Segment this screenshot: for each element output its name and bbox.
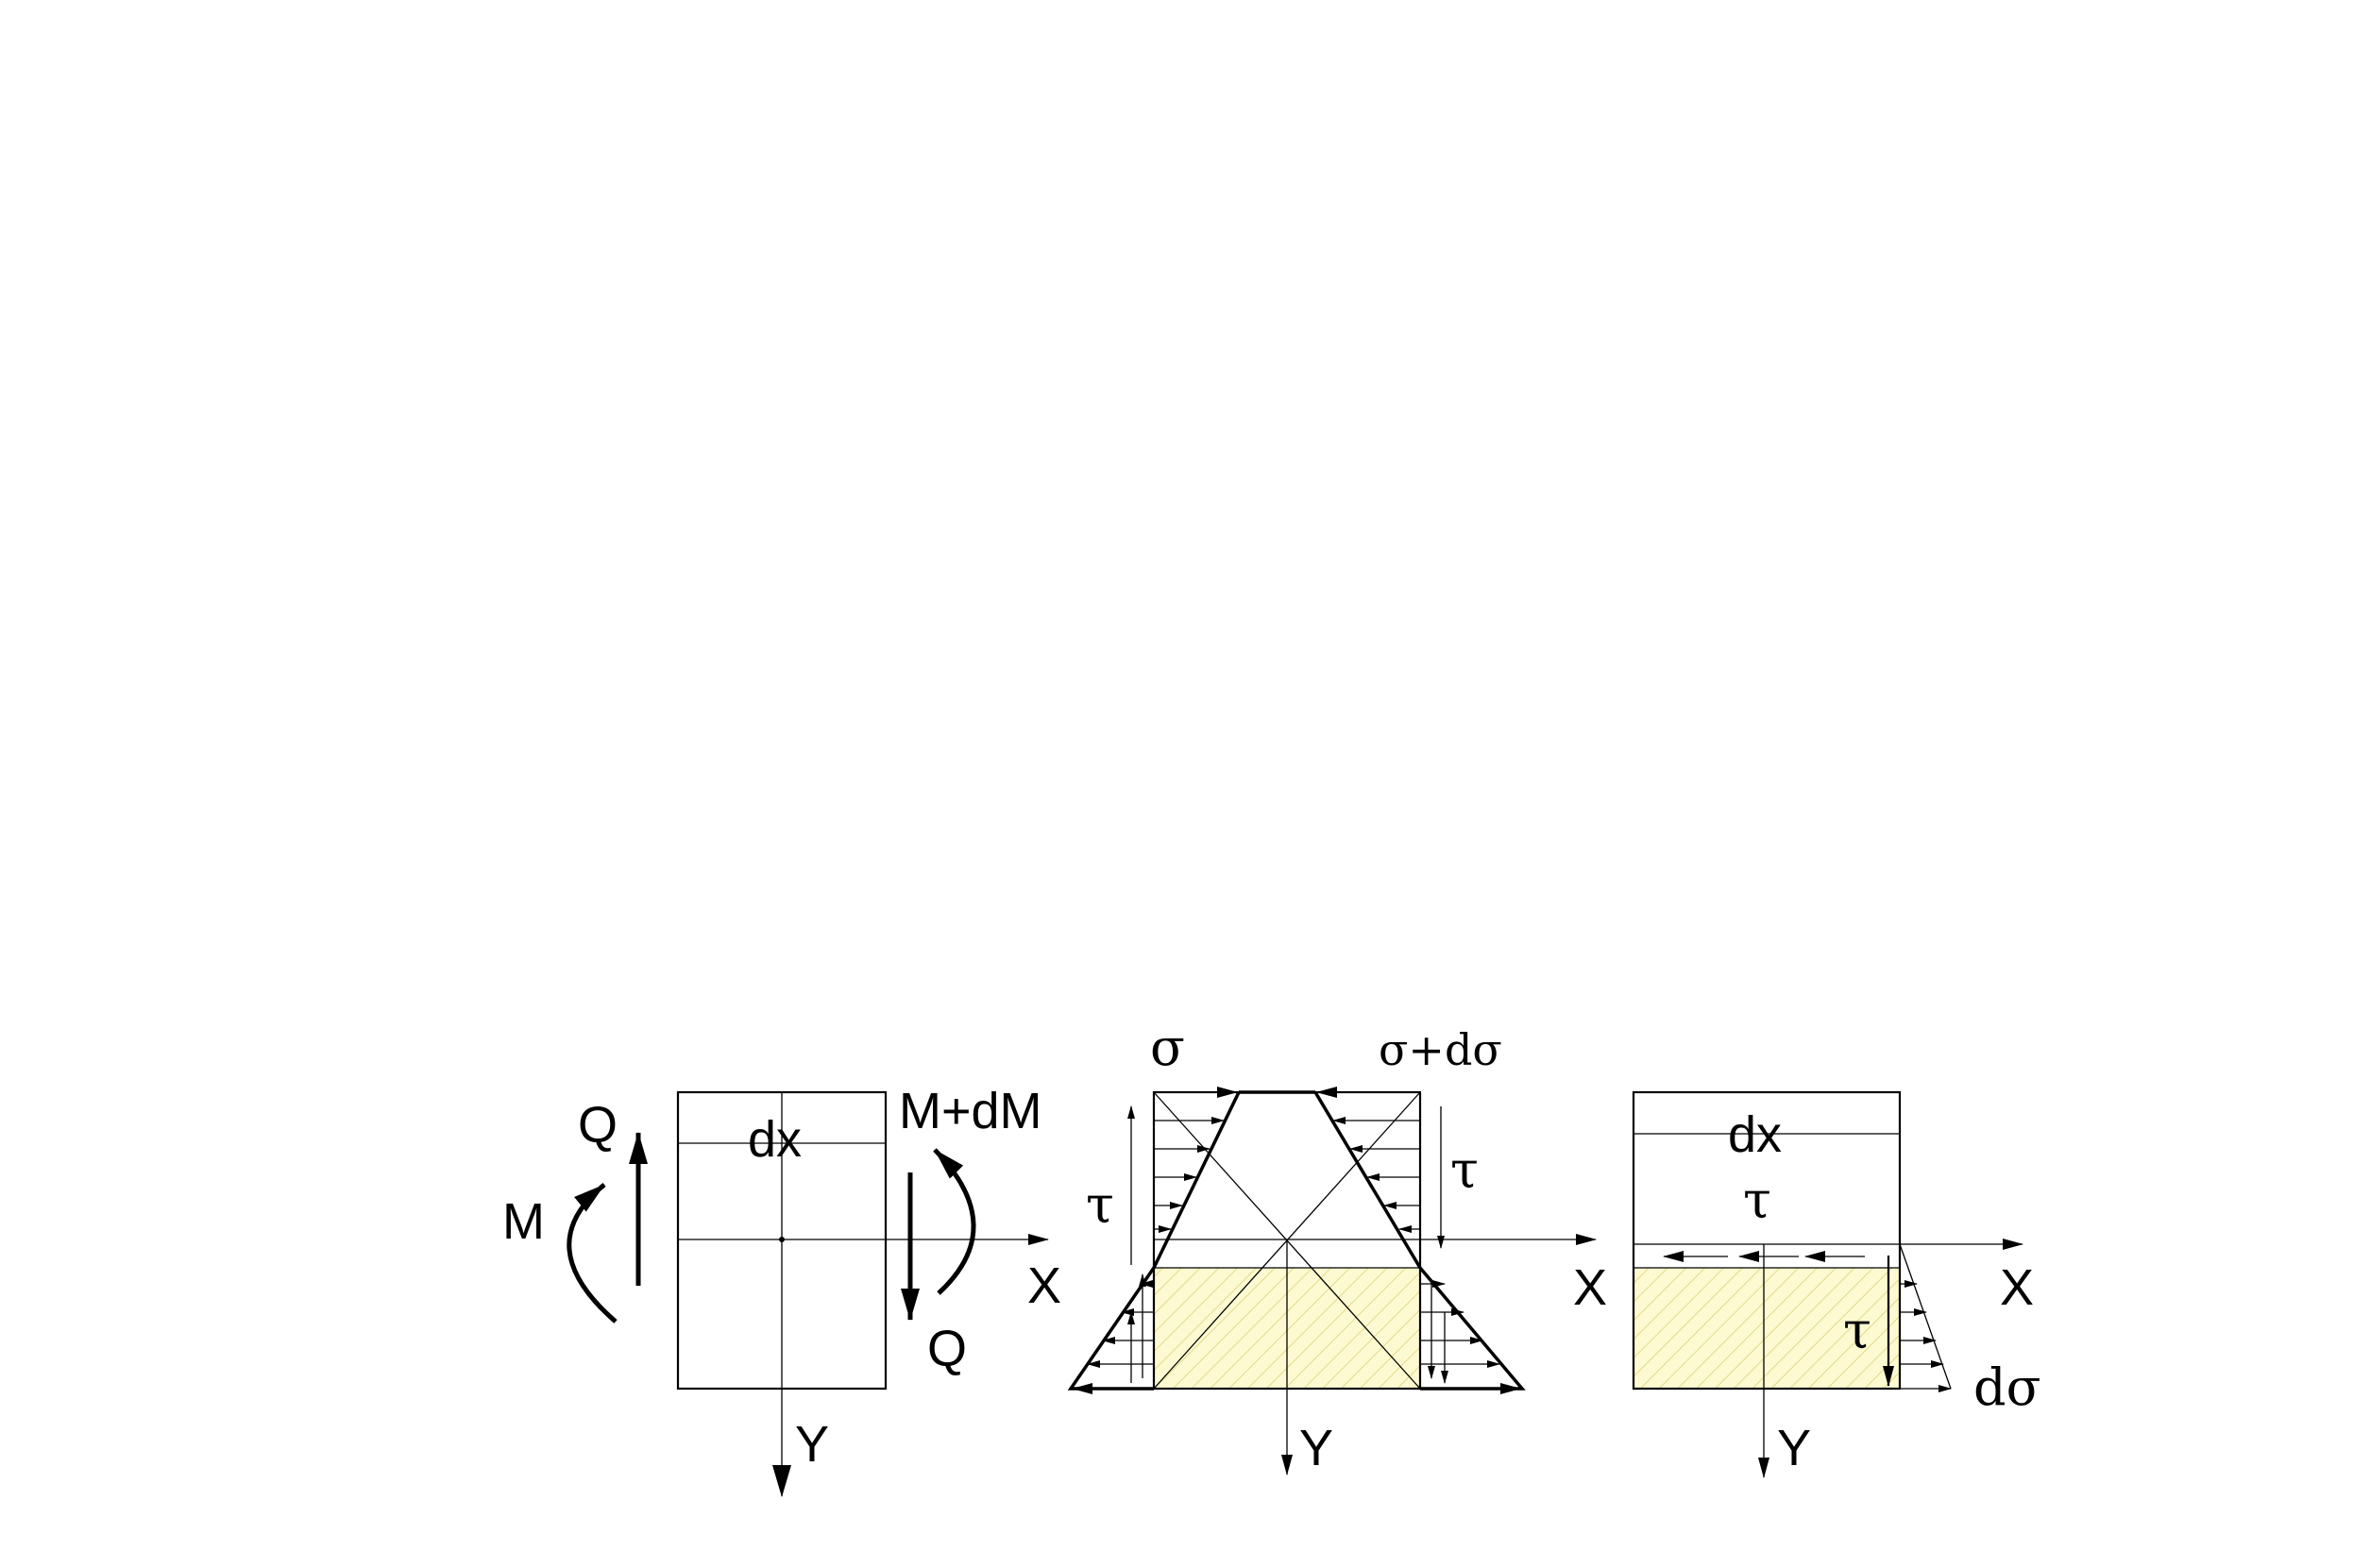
right-upper-stress-arrows xyxy=(1316,1087,1420,1233)
label-m: M xyxy=(502,1193,545,1250)
label-x: X xyxy=(2000,1259,2034,1316)
right-shear-arrows xyxy=(1428,1106,1448,1384)
diagonal-2 xyxy=(1153,1091,1421,1390)
label-dx: dx xyxy=(1728,1106,1782,1163)
label-x: X xyxy=(1027,1257,1061,1314)
middle-panel-normal-stress: σ σ+dσ τ τ X Y xyxy=(1067,1018,1607,1476)
label-q-bottom: Q xyxy=(927,1321,967,1377)
left-lower-stress-arrows xyxy=(1072,1280,1154,1394)
moment-m-arc-arrow xyxy=(567,1183,618,1324)
label-tau-top: τ xyxy=(1743,1171,1771,1230)
moment-mdm-arc-arrow xyxy=(933,1148,976,1295)
label-x: X xyxy=(1573,1259,1607,1316)
left-shear-arrows xyxy=(1127,1105,1146,1383)
label-d-sigma: dσ xyxy=(1973,1357,2040,1417)
label-q-top: Q xyxy=(578,1097,618,1154)
left-upper-stress-arrows xyxy=(1154,1087,1238,1233)
right-lower-stress-arrows xyxy=(1420,1280,1521,1394)
label-sigma-dsigma: σ+dσ xyxy=(1379,1024,1502,1075)
d-sigma-envelope xyxy=(1899,1243,1952,1390)
label-sigma: σ xyxy=(1150,1018,1185,1077)
label-dx: dx xyxy=(748,1111,802,1168)
d-sigma-arrows xyxy=(1900,1280,1952,1392)
label-y: Y xyxy=(1777,1420,1811,1476)
label-tau-right: τ xyxy=(1450,1140,1479,1200)
left-panel-free-body: Q M dx M+dM Q X Y xyxy=(502,1083,1061,1497)
label-y: Y xyxy=(1299,1420,1333,1476)
origin-dot xyxy=(779,1237,785,1242)
hatched-area xyxy=(1634,1268,1900,1389)
label-m-plus-dm: M+dM xyxy=(899,1083,1042,1139)
element-box xyxy=(1632,1090,1902,1391)
right-panel-shear-equilibrium: dx τ τ dσ X Y xyxy=(1632,1090,2040,1478)
label-tau-left: τ xyxy=(1086,1175,1114,1235)
label-y: Y xyxy=(795,1416,829,1473)
label-tau-side: τ xyxy=(1843,1301,1871,1360)
